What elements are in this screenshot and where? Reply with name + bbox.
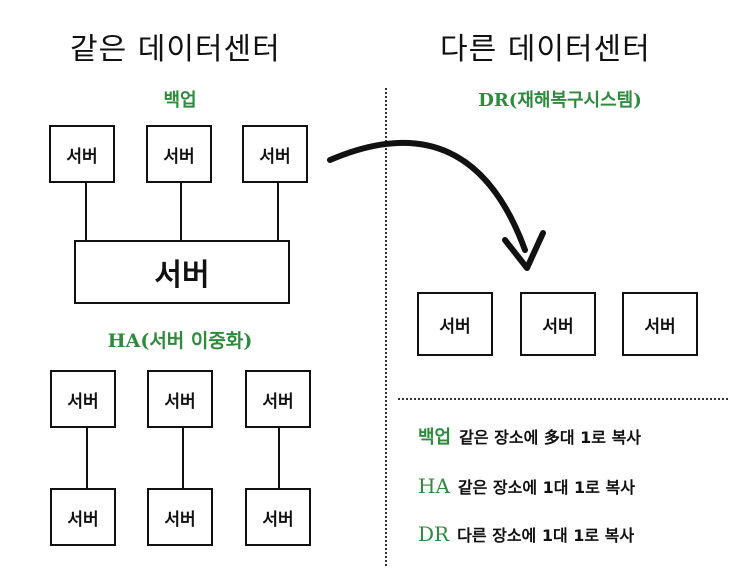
ha-connector-3	[278, 428, 280, 488]
backup-connector-1	[85, 183, 87, 241]
legend-key-dr: DR	[418, 522, 450, 546]
dr-server-3: 서버	[622, 292, 698, 356]
backup-label: 백업	[163, 90, 197, 111]
backup-server-3: 서버	[242, 125, 308, 183]
right-title: 다른 데이터센터	[440, 32, 651, 67]
legend-text-ha: 같은 장소에 1대 1로 복사	[457, 478, 635, 497]
left-title: 같은 데이터센터	[70, 32, 281, 67]
dr-server-1: 서버	[417, 292, 493, 356]
dr-label: DR(재해복구시스템)	[478, 90, 642, 111]
ha-connector-1	[86, 428, 88, 488]
ha-connector-2	[182, 428, 184, 488]
backup-main-server: 서버	[74, 240, 290, 304]
ha-bottom-server-3: 서버	[245, 488, 311, 546]
dr-server-2: 서버	[520, 292, 596, 356]
backup-server-1: 서버	[49, 125, 115, 183]
legend-row-backup: 백업 같은 장소에 多대 1로 복사	[418, 423, 641, 449]
backup-connector-2	[180, 183, 182, 241]
legend-key-backup: 백업	[418, 427, 452, 448]
ha-label: HA(서버 이중화)	[107, 330, 253, 352]
vertical-divider	[385, 88, 387, 566]
ha-bottom-server-2: 서버	[147, 488, 213, 546]
legend-text-dr: 다른 장소에 1대 1로 복사	[457, 526, 635, 545]
ha-bottom-server-1: 서버	[50, 488, 116, 546]
legend-key-ha: HA	[418, 474, 450, 498]
backup-server-2: 서버	[146, 125, 212, 183]
legend-row-dr: DR 다른 장소에 1대 1로 복사	[418, 522, 634, 546]
ha-top-server-1: 서버	[50, 370, 116, 428]
ha-top-server-2: 서버	[147, 370, 213, 428]
legend-text-backup: 같은 장소에 多대 1로 복사	[459, 428, 642, 447]
horizontal-divider	[398, 398, 728, 400]
backup-connector-3	[277, 183, 279, 241]
legend-row-ha: HA 같은 장소에 1대 1로 복사	[418, 474, 635, 498]
ha-top-server-3: 서버	[245, 370, 311, 428]
